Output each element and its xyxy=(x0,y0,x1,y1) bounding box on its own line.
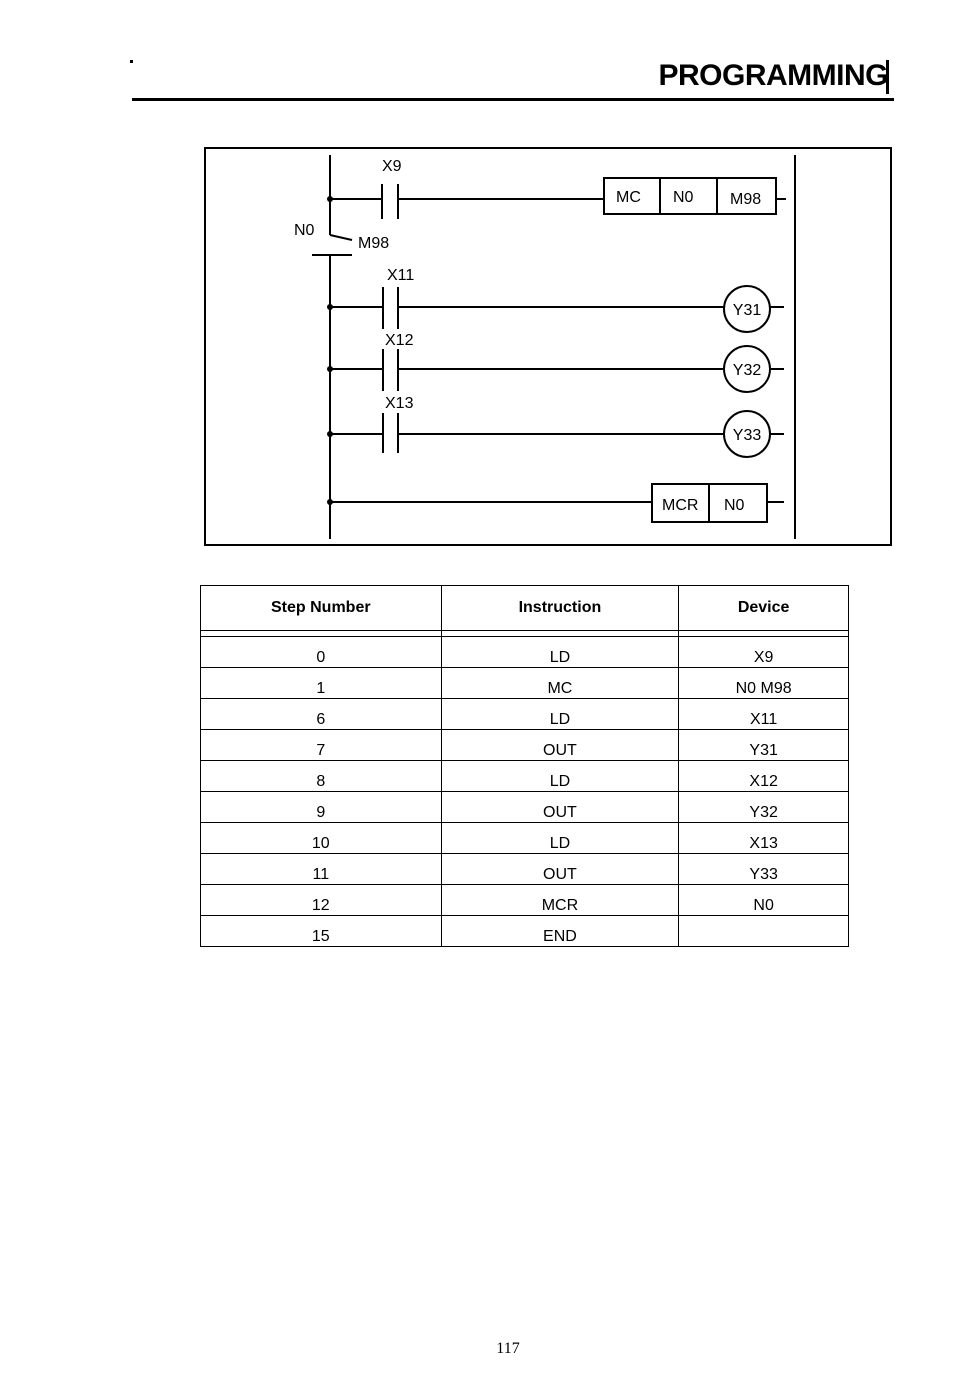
instruction-cell: LD xyxy=(441,823,679,854)
nest-contact-label: M98 xyxy=(358,235,389,252)
step-cell: 11 xyxy=(201,854,442,885)
coil-label-y32: Y32 xyxy=(733,362,762,379)
step-cell: 8 xyxy=(201,761,442,792)
step-cell: 9 xyxy=(201,792,442,823)
instruction-cell: OUT xyxy=(441,792,679,823)
rung-3: X12 Y32 xyxy=(327,332,784,392)
contact-label-x9: X9 xyxy=(382,158,402,175)
nest-label: N0 xyxy=(294,222,315,239)
device-cell: Y32 xyxy=(679,792,849,823)
contact-label-x13: X13 xyxy=(385,395,414,412)
contact-label-x12: X12 xyxy=(385,332,414,349)
instruction-cell: LD xyxy=(441,761,679,792)
device-cell: X9 xyxy=(679,637,849,668)
instruction-cell: MCR xyxy=(441,885,679,916)
instruction-cell: LD xyxy=(441,699,679,730)
mc-device: M98 xyxy=(730,191,761,208)
instruction-cell: OUT xyxy=(441,730,679,761)
step-cell: 15 xyxy=(201,916,442,947)
device-cell: X12 xyxy=(679,761,849,792)
header-bar xyxy=(886,60,889,94)
step-cell: 0 xyxy=(201,637,442,668)
header-device: Device xyxy=(679,586,849,631)
rung-4: X13 Y33 xyxy=(327,395,784,457)
instruction-cell: END xyxy=(441,916,679,947)
ladder-diagram: X9 MC N0 M98 N0 M98 X11 Y31 X12 Y3 xyxy=(204,147,892,547)
instruction-cell: LD xyxy=(441,637,679,668)
table-row: 11 OUT Y33 xyxy=(201,854,849,885)
table-row: 7 OUT Y31 xyxy=(201,730,849,761)
coil-label-y33: Y33 xyxy=(733,427,762,444)
device-cell: X13 xyxy=(679,823,849,854)
page-number: 117 xyxy=(0,1340,970,1358)
table-row: 1 MC N0 M98 xyxy=(201,668,849,699)
device-cell: X11 xyxy=(679,699,849,730)
device-cell: Y31 xyxy=(679,730,849,761)
page-header-title: PROGRAMMING xyxy=(659,58,889,94)
table-row: 8 LD X12 xyxy=(201,761,849,792)
mc-op: MC xyxy=(616,189,641,206)
contact-label-x11: X11 xyxy=(387,267,414,284)
instruction-cell: OUT xyxy=(441,854,679,885)
device-cell: N0 xyxy=(679,885,849,916)
rung-5: MCR N0 xyxy=(327,484,784,522)
table-row: 15 END xyxy=(201,916,849,947)
mcr-nest: N0 xyxy=(724,497,745,514)
step-cell: 6 xyxy=(201,699,442,730)
instruction-table: Step Number Instruction Device 0 LD X9 1… xyxy=(200,585,849,947)
rung-2: X11 Y31 xyxy=(327,267,784,332)
table-header-row: Step Number Instruction Device xyxy=(201,586,849,631)
coil-label-y31: Y31 xyxy=(733,302,762,319)
nest-contact: N0 M98 xyxy=(294,222,389,269)
table-row: 12 MCR N0 xyxy=(201,885,849,916)
device-cell: N0 M98 xyxy=(679,668,849,699)
header-step-number: Step Number xyxy=(201,586,442,631)
header-instruction: Instruction xyxy=(441,586,679,631)
diagram-frame xyxy=(205,148,891,545)
step-cell: 1 xyxy=(201,668,442,699)
mc-nest: N0 xyxy=(673,189,694,206)
table-row: 9 OUT Y32 xyxy=(201,792,849,823)
margin-dot xyxy=(130,60,133,63)
step-cell: 10 xyxy=(201,823,442,854)
device-cell xyxy=(679,916,849,947)
mcr-op: MCR xyxy=(662,497,698,514)
device-cell: Y33 xyxy=(679,854,849,885)
rung-1: X9 MC N0 M98 xyxy=(327,158,786,219)
table-row: 0 LD X9 xyxy=(201,637,849,668)
step-cell: 12 xyxy=(201,885,442,916)
instruction-cell: MC xyxy=(441,668,679,699)
table-row: 6 LD X11 xyxy=(201,699,849,730)
step-cell: 7 xyxy=(201,730,442,761)
table-row: 10 LD X13 xyxy=(201,823,849,854)
header-rule xyxy=(132,98,894,101)
